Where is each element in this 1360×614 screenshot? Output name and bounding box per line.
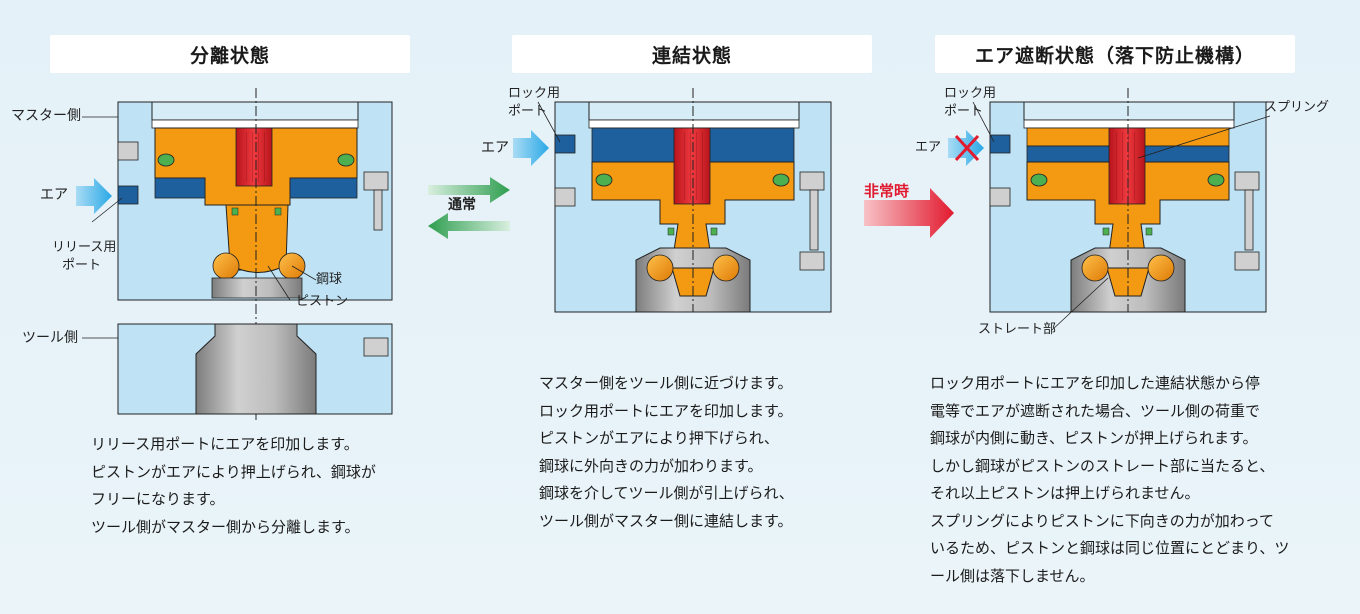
normal-transition-arrows <box>428 177 510 239</box>
air-label-connected: エア <box>481 140 509 156</box>
straight-part-label: ストレート部 <box>978 322 1057 337</box>
description-line: しかし鋼球がピストンのストレート部に当たると、 <box>930 456 1275 475</box>
panel-separated-drawing <box>76 88 393 420</box>
description-line: 鋼球を介してツール側が引上げられ、 <box>539 484 794 502</box>
description-air-cutoff: ロック用ポートにエアを印加した連結状態から停 電等でエアが遮断された場合、ツール… <box>930 370 1289 590</box>
tool-side-label: ツール側 <box>22 330 78 346</box>
spring-label: スプリング <box>1264 100 1330 115</box>
description-line: 鋼球に外向きの力が加わります。 <box>539 456 763 475</box>
heading-connected: 連結状態 <box>512 35 872 73</box>
lock-port-label-line1: ロック用 <box>508 86 561 101</box>
normal-label: 通常 <box>448 197 476 213</box>
emergency-transition-arrow <box>864 188 954 238</box>
description-line: ピストンがエアにより押上げられ、鋼球が <box>91 462 376 481</box>
description-line: いるため、ピストンと鋼球は同じ位置にとどまり、ツ <box>930 539 1290 557</box>
air-label-cutoff: エア <box>915 140 942 155</box>
description-line: ピストンがエアにより押下げられ、 <box>539 429 779 447</box>
release-port-label-line2: ポート <box>62 258 102 273</box>
description-line: ロック用ポートにエアを印加します。 <box>539 401 793 420</box>
lock-port-label-line2: ポート <box>508 104 548 119</box>
description-line: マスター側をツール側に近づけます。 <box>539 374 793 392</box>
description-separated: リリース用ポートにエアを印加します。 ピストンがエアにより押上げられ、鋼球が フ… <box>91 431 376 541</box>
lock-port-label-cutoff-line2: ポート <box>944 104 984 119</box>
air-label-separated: エア <box>40 187 68 203</box>
description-connected: マスター側をツール側に近づけます。 ロック用ポートにエアを印加します。 ピストン… <box>539 370 794 535</box>
emergency-label: 非常時 <box>864 182 910 200</box>
air-blocked-x-icon <box>954 134 980 162</box>
description-line: ツール側がマスター側に連結します。 <box>539 511 793 530</box>
description-line: 鋼球が内側に動き、ピストンが押上げられます。 <box>930 429 1258 447</box>
description-line: スプリングによりピストンに下向きの力が加わって <box>930 511 1274 530</box>
heading-separated: 分離状態 <box>50 35 410 73</box>
panel-air-cutoff-drawing <box>948 88 1271 331</box>
description-line: 電等でエアが遮断された場合、ツール側の荷重で <box>930 401 1261 420</box>
lock-port-label-cutoff-line1: ロック用 <box>944 86 997 101</box>
steel-ball-label: 鋼球 <box>316 272 343 287</box>
description-line: リリース用ポートにエアを印加します。 <box>91 435 359 453</box>
description-line: フリーになります。 <box>91 490 225 508</box>
description-line: それ以上ピストンは押上げられません。 <box>930 484 1200 502</box>
piston-label: ピストン <box>296 294 349 309</box>
description-line: ロック用ポートにエアを印加した連結状態から停 <box>930 374 1261 392</box>
heading-air-cutoff: エア遮断状態（落下防止機構） <box>935 35 1295 73</box>
description-line: ール側は落下しません。 <box>930 566 1095 585</box>
release-port-label-line1: リリース用 <box>52 240 117 255</box>
description-line: ツール側がマスター側から分離します。 <box>91 517 360 536</box>
panel-connected-drawing <box>513 88 832 313</box>
master-side-label: マスター側 <box>11 108 81 124</box>
